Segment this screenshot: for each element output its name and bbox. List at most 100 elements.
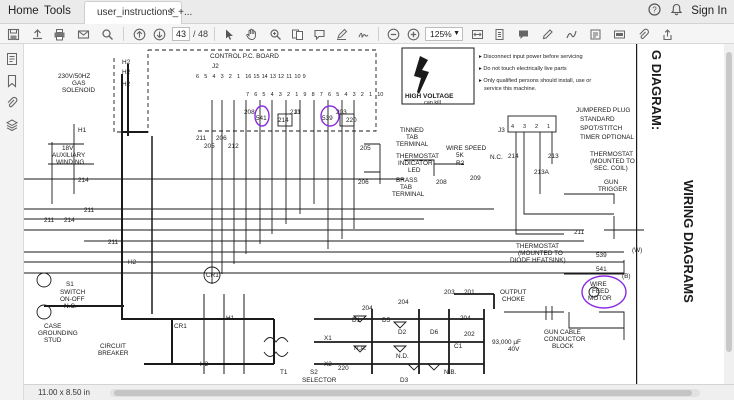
wire-214-left: 214 (78, 177, 89, 184)
label-brass-1: BRASS (396, 177, 418, 184)
label-thermo-led-2: INDICATOR (398, 160, 433, 167)
j1-pin-16: 10 (377, 92, 383, 98)
j2-pin-12: 10 (294, 74, 300, 80)
horizontal-scroll-thumb[interactable] (114, 390, 692, 396)
page-number-input[interactable]: 43 (172, 27, 190, 41)
wire-203-top: 203 (336, 109, 347, 116)
page-size-label: 11.00 x 8.50 in (38, 388, 90, 397)
fit-width-icon[interactable] (470, 27, 484, 41)
side-title-partial: G DIAGRAM: (649, 50, 664, 130)
label-thermo-sec-1: THERMOSTAT (590, 151, 633, 158)
vertical-scroll-thumb[interactable] (726, 52, 732, 352)
wire-214-left-2: 214 (64, 217, 75, 224)
share-icon[interactable] (660, 27, 674, 41)
comment-tool-icon[interactable] (516, 27, 530, 41)
tools-menu[interactable]: Tools (44, 5, 71, 17)
j2-pin-7: 15 (253, 74, 259, 80)
search-icon[interactable] (100, 27, 114, 41)
label-d3: D3 (400, 377, 409, 384)
label-nc: N.C. (490, 154, 503, 161)
zoom-level-select[interactable]: 125% ▼ (425, 27, 463, 41)
label-h1: H1 (78, 127, 87, 134)
label-jumper-1: JUMPERED PLUG (576, 107, 630, 114)
wire-213a: 213A (534, 169, 550, 176)
hand-tool-icon[interactable] (244, 27, 258, 41)
draw-icon[interactable] (564, 27, 578, 41)
label-w: (W) (632, 247, 642, 254)
vertical-scrollbar[interactable] (724, 44, 734, 384)
wire-213-j3: 213 (548, 153, 559, 160)
zoom-in-icon[interactable] (406, 27, 420, 41)
j2-pin-13: 9 (303, 74, 306, 80)
thumbnails-icon[interactable] (5, 52, 19, 66)
wire-204-1: 204 (398, 299, 409, 306)
home-menu[interactable]: Home (8, 5, 39, 17)
label-cr1-relay: CR1 (206, 272, 219, 279)
j3-pin-3: 1 (547, 124, 550, 130)
toolbar: 43 / 48 125% ▼ (0, 24, 734, 44)
warning-line-4: service this machine. (484, 86, 537, 92)
save-icon[interactable] (6, 27, 20, 41)
wire-211-left-3: 211 (108, 239, 119, 246)
label-thermo-sec-2: (MOUNTED TO (590, 158, 635, 165)
label-j3: J3 (498, 127, 505, 134)
j1-pin-7: 9 (303, 92, 306, 98)
label-thermo-diode-2: (MOUNTED TO (518, 250, 563, 257)
label-tinned-3: TERMINAL (396, 141, 429, 148)
horizontal-scrollbar[interactable] (110, 389, 700, 397)
attach-icon[interactable] (636, 27, 650, 41)
comment-icon[interactable] (312, 27, 326, 41)
stamp-icon[interactable] (588, 27, 602, 41)
j1-pin-14: 2 (361, 92, 364, 98)
pages-icon[interactable] (290, 27, 304, 41)
label-wire-speed-2: 5K (456, 152, 465, 159)
label-b: (B) (622, 273, 631, 280)
page-total: / 48 (193, 29, 209, 39)
label-s1-2: SWITCH (60, 289, 86, 296)
document-tab[interactable]: user_instructions_+... × (84, 1, 192, 24)
layers-icon[interactable] (5, 118, 19, 132)
j3-pin-1: 3 (523, 124, 526, 130)
zoom-tool-icon[interactable] (268, 27, 282, 41)
zoom-out-icon[interactable] (386, 27, 400, 41)
label-tinned-1: TINNED (400, 127, 424, 134)
label-choke-2: CHOKE (502, 296, 525, 303)
mail-icon[interactable] (76, 27, 90, 41)
print-icon[interactable] (52, 27, 66, 41)
highlight-icon[interactable] (334, 27, 348, 41)
label-jumper-2: STANDARD (580, 116, 615, 123)
wire-214-top: 214 (278, 117, 289, 124)
sign-in-button[interactable]: Sign In (691, 5, 727, 17)
wiring-diagram-page: HIGH VOLTAGE can kill ▸ Disconnect input… (24, 44, 696, 384)
previous-page-icon[interactable] (132, 27, 146, 41)
pencil-icon[interactable] (540, 27, 554, 41)
j1-pin-1: 6 (254, 92, 257, 98)
label-d2: D2 (398, 329, 407, 336)
select-tool-icon[interactable] (222, 27, 236, 41)
label-j2: J2 (212, 63, 219, 70)
label-case-2: GROUNDING (38, 330, 78, 337)
help-icon[interactable]: ? (648, 3, 661, 19)
j1-pin-3: 4 (271, 92, 274, 98)
label-aux-2: AUXILIARY (52, 152, 86, 159)
label-h2-3: H2 (122, 81, 131, 88)
label-s1-3: ON-OFF (60, 296, 85, 303)
sign-icon[interactable] (356, 27, 370, 41)
label-gun-cable-3: BLOCK (552, 343, 574, 350)
label-cr1-contact: CR1 (174, 323, 187, 330)
document-viewer[interactable]: HIGH VOLTAGE can kill ▸ Disconnect input… (24, 44, 734, 384)
scroll-mode-icon[interactable] (492, 27, 506, 41)
bookmark-icon[interactable] (5, 74, 19, 88)
next-page-icon[interactable] (152, 27, 166, 41)
upload-icon[interactable] (30, 27, 44, 41)
label-h2-1: H2 (122, 59, 131, 66)
zoom-level-value: 125% (430, 29, 452, 39)
label-j1: J1 (294, 109, 301, 116)
wire-203-bottom: 203 (444, 289, 455, 296)
bell-icon[interactable] (670, 3, 683, 19)
attachment-icon[interactable] (5, 96, 19, 110)
warning-line-2: ▸ Do not touch electrically live parts (479, 66, 567, 72)
label-gun-trigger-1: GUN (604, 179, 619, 186)
redact-icon[interactable] (612, 27, 626, 41)
tab-close-icon[interactable]: × (169, 5, 176, 17)
